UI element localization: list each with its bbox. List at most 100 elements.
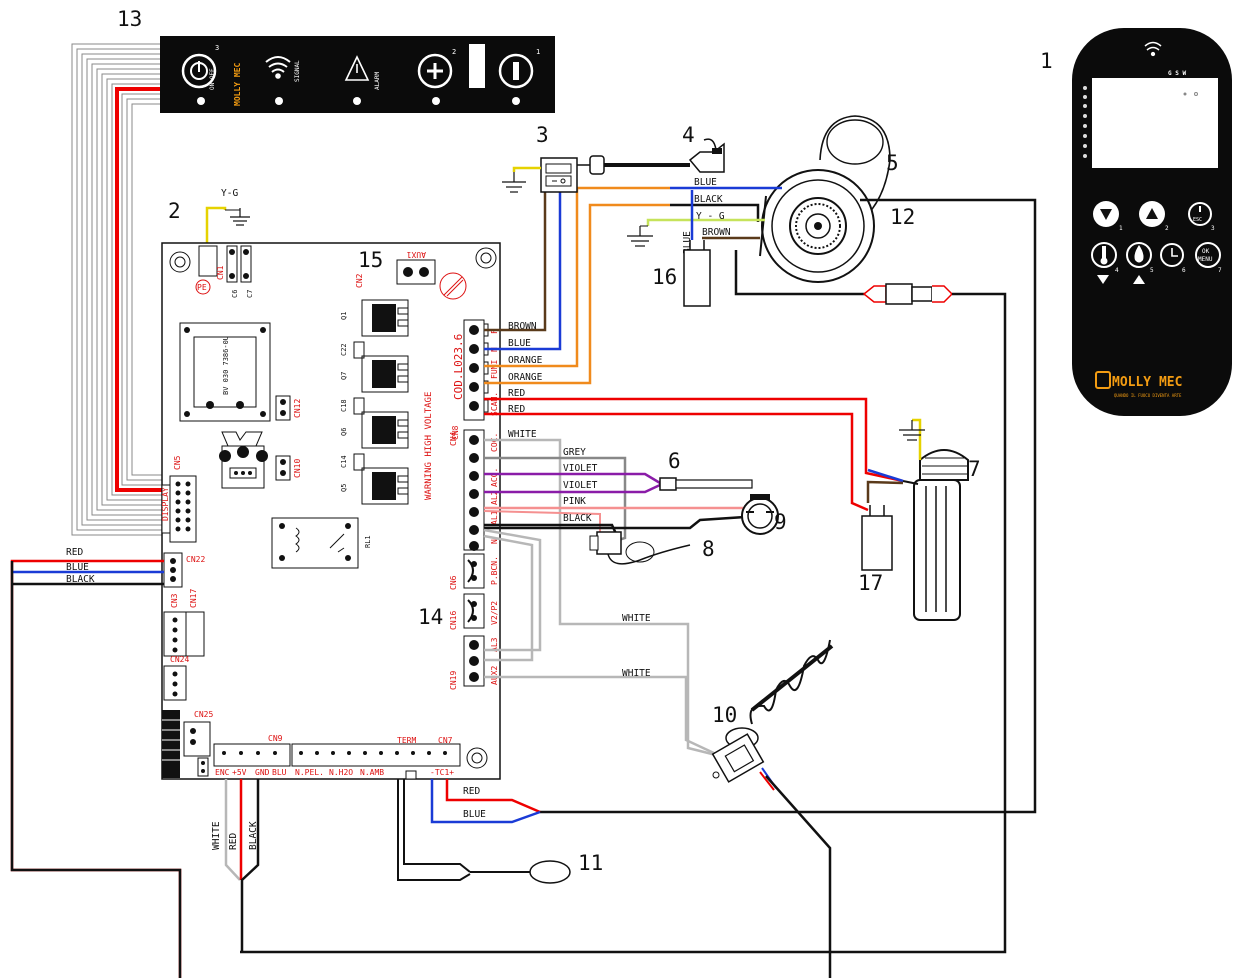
- thermocouple-11: [397, 779, 571, 884]
- cn10-label: CN10: [293, 459, 302, 478]
- remote-up-button[interactable]: [1139, 201, 1165, 227]
- term-label: TERM: [397, 736, 416, 745]
- row-acc-label: ACC.: [490, 468, 499, 487]
- bottom-gnd-label: GND: [255, 768, 270, 777]
- bottom-namb-label: N.AMB: [360, 768, 384, 777]
- label-blue-n: BLUE: [508, 338, 531, 349]
- terminal-block-pbcn: [463, 553, 485, 589]
- label-pink: PINK: [563, 496, 586, 507]
- remote-menu: MENU: [1198, 256, 1213, 263]
- alarm-label: ALARM: [374, 72, 381, 90]
- terminal-block-mid: [463, 429, 485, 551]
- control-board: PE CN1 C6 C7 AUX1 CN2 BV 030 7386-0U CN1…: [161, 242, 501, 780]
- c22-label: C22: [340, 343, 348, 356]
- label-violet-1: VIOLET: [563, 463, 598, 474]
- remote-ok-menu-button[interactable]: [1195, 242, 1221, 268]
- panel-key3-label: 3: [215, 44, 219, 52]
- c14-label: C14: [340, 455, 348, 468]
- transistor-q7: [361, 355, 409, 393]
- label-fan-blue: BLUE: [694, 177, 717, 188]
- ribbon-red-wire: [115, 87, 162, 492]
- cn8-label: CN8: [451, 425, 460, 440]
- remote-clock-button[interactable]: [1160, 243, 1184, 267]
- panel-key2-label: 2: [452, 48, 456, 56]
- bottom-npel-label: N.PEL.: [295, 768, 324, 777]
- c7-label: C7: [246, 290, 254, 298]
- label-fan-blue-vert: BLUE: [682, 231, 693, 254]
- remote-temperature-button[interactable]: [1091, 242, 1117, 268]
- remote-down-button[interactable]: [1093, 201, 1119, 227]
- cn24-label: CN24: [170, 655, 189, 664]
- label-fan-brown: BROWN: [702, 227, 731, 238]
- transistor-q5: [361, 467, 409, 505]
- cn6-label: CN6: [449, 575, 458, 590]
- cn5-label: CN5: [173, 455, 182, 470]
- bottom-nh2o-label: N.H2O: [329, 768, 353, 777]
- auger-motor-10: [711, 639, 834, 978]
- callout-17: 17: [858, 571, 883, 595]
- callout-3: 3: [536, 123, 549, 147]
- label-yg-fan: Y - G: [696, 211, 725, 222]
- c18-label: C18: [340, 399, 348, 412]
- panel-window: [469, 44, 485, 88]
- alarm-icon: [344, 55, 370, 81]
- callout-12: 12: [890, 205, 915, 229]
- switch-ground: [502, 166, 541, 193]
- ribbon-cable: [71, 43, 162, 536]
- label-black-al: BLACK: [563, 513, 592, 524]
- wire-white-coc: [484, 438, 721, 758]
- remote-key4: 4: [1115, 267, 1119, 274]
- remote-key1: 1: [1119, 225, 1123, 232]
- remote-key6: 6: [1182, 267, 1186, 274]
- row-f-label: F: [490, 329, 499, 334]
- wire-fan-encoder: [734, 250, 870, 296]
- aux1-label: AUX1: [407, 250, 426, 259]
- callout-13: 13: [117, 7, 142, 31]
- q6-label: Q6: [340, 428, 348, 436]
- remote-flame-button[interactable]: [1126, 242, 1152, 268]
- remote-side-icons: [1083, 86, 1087, 158]
- wire-grey-al3b: [483, 534, 534, 662]
- remote-power-esc-button[interactable]: [1188, 202, 1212, 226]
- remote-key5: 5: [1150, 267, 1154, 274]
- wire-fan-black: [540, 198, 1037, 814]
- pe-label: PE: [197, 283, 207, 292]
- q7-label: Q7: [340, 372, 348, 380]
- cn19-label: CN19: [449, 671, 458, 690]
- remote-down-arrow-icon: [1097, 275, 1109, 284]
- transformer: [179, 322, 271, 422]
- label-enc-white: WHITE: [211, 821, 222, 850]
- q5-label: Q5: [340, 484, 348, 492]
- wire-violet-1: [484, 472, 661, 485]
- row-coc-label: COC.: [490, 433, 499, 452]
- wire-violet-2: [484, 483, 661, 494]
- callout-2: 2: [168, 199, 181, 223]
- callout-6: 6: [668, 449, 681, 473]
- remote-up-arrow-icon: [1133, 275, 1145, 284]
- label-white-3: WHITE: [622, 668, 651, 679]
- row-scam-label: SCAM.: [490, 392, 499, 416]
- remote-key7: 7: [1218, 267, 1222, 274]
- cn7-label: CN7: [438, 736, 453, 745]
- wire-white-aux2: [484, 675, 717, 756]
- label-white-coc: WHITE: [508, 429, 537, 440]
- wire-enc-white: [224, 779, 241, 881]
- label-grey: GREY: [563, 447, 586, 458]
- transistor-q1: [361, 299, 409, 337]
- cn4-label: CN4: [449, 431, 458, 446]
- row-n2-label: N: [490, 539, 499, 544]
- label-white-2: WHITE: [622, 613, 651, 624]
- wire-grey: [484, 456, 627, 546]
- callout-1: 1: [1040, 49, 1053, 73]
- bottom-terminal-cn7: [291, 743, 461, 767]
- label-cn22-blue: BLUE: [66, 562, 89, 573]
- capacitor-16: [683, 240, 711, 307]
- remote-control: G S W 1 2 ESC 3 4 5: [1072, 28, 1232, 416]
- cn3-label: CN3: [170, 593, 179, 608]
- board-code-label: COD.L023.6: [452, 334, 465, 400]
- callout-9: 9: [774, 510, 787, 534]
- wire-tc-blue: [430, 779, 541, 824]
- power-plug: [577, 138, 725, 175]
- callout-4: 4: [682, 123, 695, 147]
